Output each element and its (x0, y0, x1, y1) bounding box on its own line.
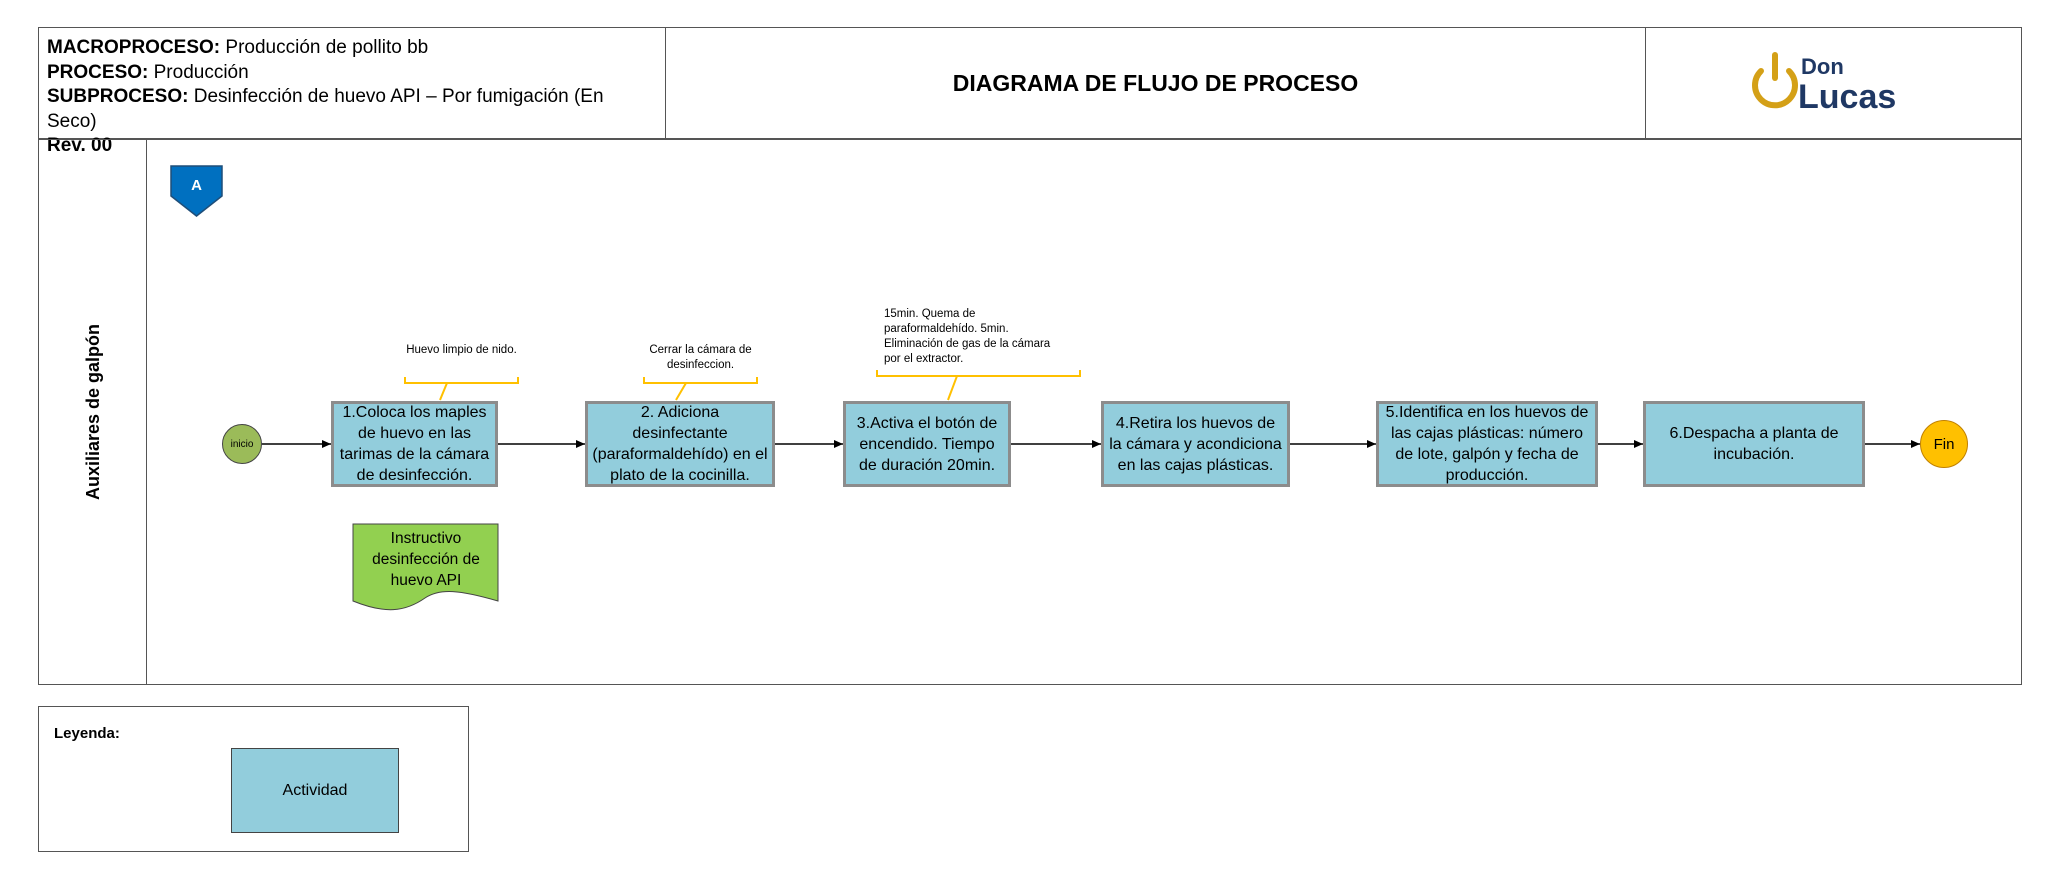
legend: Leyenda: Actividad (38, 706, 469, 852)
end-node: Fin (1920, 420, 1968, 468)
note-bracket (404, 377, 519, 401)
start-node: inicio (222, 424, 262, 464)
legend-title: Leyenda: (54, 725, 120, 742)
activity-step-5: 5.Identifica en los huevos de las cajas … (1376, 401, 1598, 487)
logo-text-lucas: Lucas (1798, 78, 1896, 116)
note-step-3: 15min. Quema de paraformaldehído. 5min. … (884, 308, 1051, 365)
header: MACROPROCESO: Producción de pollito bb P… (38, 27, 2022, 156)
document-label: Instructivo desinfección de huevo API (372, 530, 480, 589)
revision: Rev. 00 (47, 135, 113, 156)
activity-step-6: 6.Despacha a planta de incubación. (1643, 401, 1865, 487)
swimlane: Auxiliares de galpón (38, 139, 2022, 685)
power-icon (1752, 52, 1798, 109)
subproceso-row: SUBPROCESO: Desinfección de huevo API – … (47, 86, 604, 132)
company-logo: Don Lucas (1646, 28, 2021, 138)
document-shape (352, 523, 499, 611)
activity-step-4: 4.Retira los huevos de la cámara y acond… (1101, 401, 1290, 487)
proceso-row: PROCESO: Producción (47, 61, 249, 83)
note-bracket (643, 377, 758, 401)
page-title: DIAGRAMA DE FLUJO DE PROCESO (666, 28, 1646, 138)
note-bracket (876, 370, 1081, 401)
activity-step-1: 1.Coloca los maples de huevo en las tari… (331, 401, 498, 487)
note-step-1: Huevo limpio de nido. (406, 344, 517, 356)
connector-label: A (191, 177, 202, 194)
activity-step-3: 3.Activa el botón de encendido. Tiempo d… (843, 401, 1011, 487)
off-page-connector: A (170, 165, 223, 217)
note-step-2: Cerrar la cámara de desinfeccion. (649, 344, 752, 371)
lane-header: Auxiliares de galpón (39, 140, 147, 684)
activity-step-2: 2. Adiciona desinfectante (paraformaldeh… (585, 401, 775, 487)
header-info: MACROPROCESO: Producción de pollito bb P… (39, 28, 666, 156)
macroproceso-row: MACROPROCESO: Producción de pollito bb (47, 37, 429, 58)
logo-text-don: Don (1801, 54, 1844, 79)
legend-activity-swatch: Actividad (231, 748, 399, 833)
